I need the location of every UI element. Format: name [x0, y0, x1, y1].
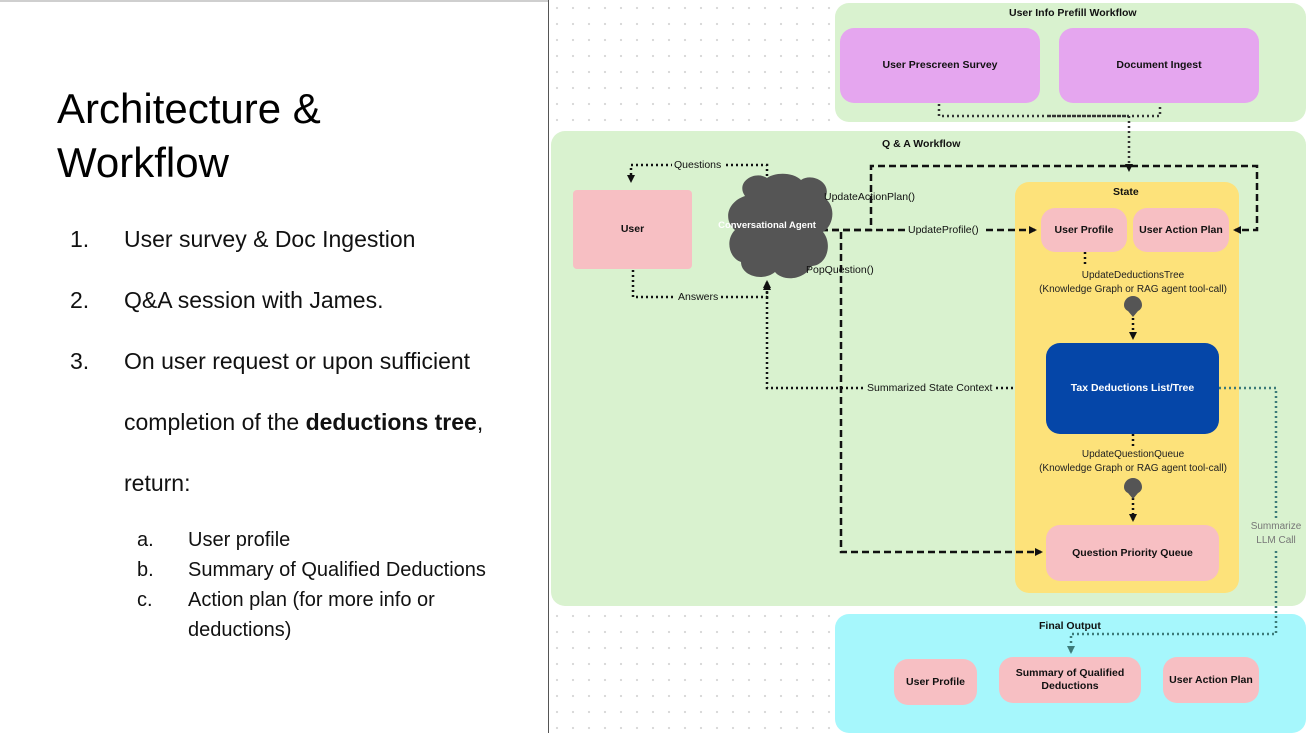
sub-item-text: deductions)	[188, 619, 292, 641]
output-summary-line-2: Deductions	[1041, 680, 1099, 692]
prefill-workflow-title: User Info Prefill Workflow	[1009, 7, 1137, 19]
pop-question-connector	[839, 232, 1043, 556]
queue-node	[1124, 478, 1142, 499]
summarize-llm-call-caption: Summarize LLM Call	[1247, 520, 1305, 548]
prefill-to-state-connector	[937, 104, 1162, 170]
update-deductions-tree-detail: (Knowledge Graph or RAG agent tool-call)	[1039, 284, 1227, 295]
slide-text-panel: Architecture & Workflow 1. User survey &…	[0, 0, 548, 733]
pop-question-label: PopQuestion()	[806, 264, 874, 276]
deductions-tree-emphasis: deductions tree	[305, 409, 477, 435]
update-question-queue-caption: UpdateQuestionQueue (Knowledge Graph or …	[1025, 448, 1241, 476]
list-item-number: 3.	[70, 348, 90, 374]
update-deductions-tree-caption: UpdateDeductionsTree (Knowledge Graph or…	[1025, 269, 1241, 297]
architecture-diagram: User Info Prefill Workflow Q & A Workflo…	[548, 0, 1307, 733]
tax-deductions-tree-box: Tax Deductions List/Tree	[1046, 343, 1219, 434]
update-question-queue-detail: (Knowledge Graph or RAG agent tool-call)	[1039, 463, 1227, 474]
llm-call-label: LLM Call	[1256, 535, 1296, 546]
questions-label: Questions	[672, 159, 724, 171]
update-profile-label: UpdateProfile()	[905, 224, 982, 236]
update-deductions-tree-label: UpdateDeductionsTree	[1081, 270, 1185, 281]
state-title: State	[1113, 186, 1139, 198]
list-item-number: 2.	[70, 287, 90, 313]
list-item-number: 1.	[70, 226, 90, 252]
questions-connector	[627, 163, 769, 183]
output-user-action-plan-box: User Action Plan	[1163, 657, 1259, 703]
update-action-plan-label: UpdateActionPlan()	[824, 191, 916, 203]
slide-title-line-1: Architecture &	[57, 85, 321, 132]
question-priority-queue-box: Question Priority Queue	[1046, 525, 1219, 581]
list-item-text: On user request or upon sufficient	[124, 348, 471, 374]
state-user-profile-box: User Profile	[1041, 208, 1127, 252]
summarized-state-context-label: Summarized State Context	[864, 382, 996, 394]
sub-item-text: Summary of Qualified Deductions	[188, 559, 486, 581]
update-action-plan-connector	[821, 164, 1259, 234]
diagram-connectors	[627, 104, 1278, 654]
list-item-text: return:	[124, 470, 191, 496]
slide-title: Architecture & Workflow	[57, 82, 321, 190]
sub-item-letter: a.	[137, 529, 154, 551]
sub-item-text: Action plan (for more info or	[188, 589, 435, 611]
list-item-text: User survey & Doc Ingestion	[124, 226, 416, 252]
state-user-action-plan-box: User Action Plan	[1133, 208, 1229, 252]
update-question-queue-label: UpdateQuestionQueue	[1081, 449, 1185, 460]
sub-item-text: User profile	[188, 529, 291, 551]
list-item-text-post: ,	[476, 409, 484, 435]
user-box: User	[573, 190, 692, 269]
output-summary-box: Summary of Qualified Deductions	[999, 657, 1141, 703]
output-user-profile-box: User Profile	[894, 659, 977, 705]
summarize-label: Summarize	[1250, 521, 1302, 532]
document-ingest-box: Document Ingest	[1059, 28, 1259, 103]
output-summary-line-1: Summary of Qualified	[1015, 667, 1125, 679]
sub-item-letter: b.	[137, 559, 154, 581]
deductions-node	[1124, 296, 1142, 317]
user-prescreen-survey-box: User Prescreen Survey	[840, 28, 1040, 103]
slide-title-line-2: Workflow	[57, 139, 229, 186]
list-item-text-pre: completion of the	[124, 409, 306, 435]
final-output-title: Final Output	[1039, 620, 1101, 632]
list-item-text: Q&A session with James.	[124, 287, 384, 313]
summarized-context-connector	[763, 280, 1013, 390]
sub-item-letter: c.	[137, 589, 153, 611]
qa-workflow-title: Q & A Workflow	[882, 138, 961, 150]
conversational-agent-label: Conversational Agent	[718, 219, 816, 231]
conversational-agent-node	[728, 173, 833, 279]
answers-label: Answers	[676, 291, 721, 303]
